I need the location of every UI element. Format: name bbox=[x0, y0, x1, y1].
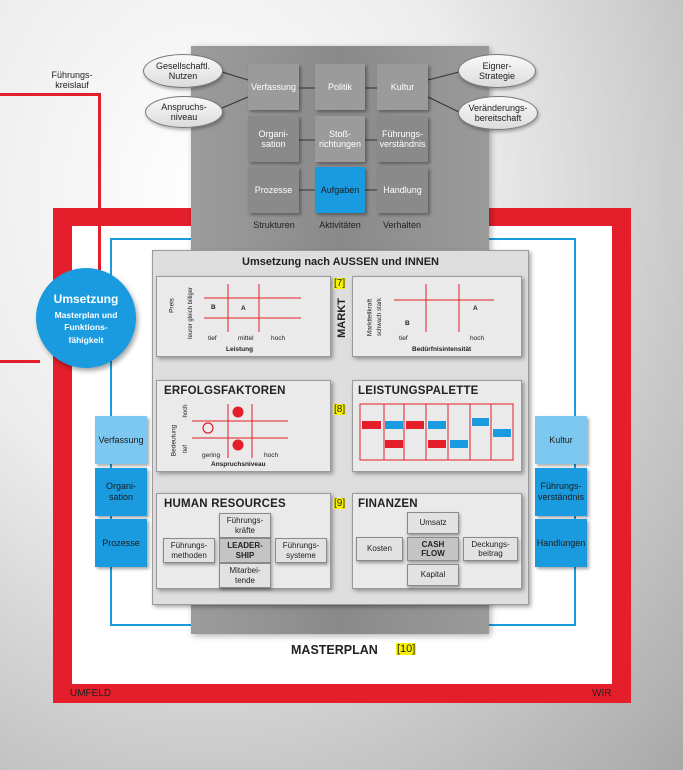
tag-10: [10] bbox=[396, 643, 417, 655]
umfeld-label: UMFELD bbox=[70, 688, 112, 699]
lp-bar bbox=[450, 440, 468, 448]
fin-cashflow: CASH FLOW bbox=[407, 537, 459, 561]
markt-label: MARKT bbox=[336, 298, 348, 338]
fin-umsatz: Umsatz bbox=[407, 512, 459, 534]
side-left-verfassung: Verfassung bbox=[95, 416, 147, 464]
finanzen-title: FINANZEN bbox=[358, 498, 418, 510]
circle-subtitle: Masterplan und Funktions- fähigkeit bbox=[54, 310, 118, 345]
lp-bar bbox=[472, 418, 489, 426]
markt-right-cell-a: A bbox=[473, 305, 478, 312]
side-left-organisation: Organi- sation bbox=[95, 468, 147, 516]
markt-right-ylabel: Marktteilkraft bbox=[366, 298, 374, 337]
side-right-fuehrungsverstaendnis: Führungs- verständnis bbox=[535, 468, 587, 516]
lp-bar bbox=[428, 421, 446, 429]
box-prozesse: Prozesse bbox=[248, 167, 299, 213]
caption-verhalten: Verhalten bbox=[382, 220, 422, 230]
caption-strukturen: Strukturen bbox=[253, 220, 295, 230]
hr-title: HUMAN RESOURCES bbox=[164, 498, 286, 510]
lp-bar bbox=[493, 429, 511, 437]
box-verfassung: Verfassung bbox=[248, 64, 299, 110]
markt-left-cell-b: B bbox=[211, 304, 216, 311]
hr-fuehrungsmethoden: Führungs- methoden bbox=[163, 538, 215, 563]
fuehrungskreislauf-label: Führungs- kreislauf bbox=[51, 70, 93, 90]
erfolg-y-hoch: hoch bbox=[183, 404, 189, 418]
hr-mitarbeitende: Mitarbei- tende bbox=[219, 563, 271, 588]
tag-8: [8] bbox=[333, 404, 347, 415]
umsetzung-circle: Umsetzung Masterplan und Funktions- fähi… bbox=[36, 268, 136, 368]
circle-title: Umsetzung bbox=[53, 292, 119, 306]
box-politik: Politik bbox=[315, 64, 365, 110]
fuehrungskreislauf-line-vertical bbox=[98, 93, 101, 299]
lp-bar bbox=[385, 440, 403, 448]
erfolg-ylabel: Bedeutung bbox=[170, 424, 178, 457]
oval-eigner-strategie: Eigner- Strategie bbox=[458, 54, 536, 88]
hr-fuehrungskraefte: Führungs- kräfte bbox=[219, 513, 271, 538]
hr-leadership: LEADER- SHIP bbox=[219, 538, 271, 563]
markt-right-cell-b: B bbox=[405, 320, 410, 327]
erfolg-x1: gering bbox=[202, 452, 221, 459]
erfolg-dot-bottom bbox=[232, 439, 244, 451]
masterplan-label: MASTERPLAN bbox=[291, 643, 378, 657]
erfolgsfaktoren-title: ERFOLGSFAKTOREN bbox=[164, 385, 286, 397]
erfolg-dot-top bbox=[232, 406, 244, 418]
markt-right-x1: tief bbox=[399, 335, 408, 342]
markt-left-grid bbox=[204, 284, 301, 332]
erfolgsfaktoren-panel bbox=[156, 380, 331, 472]
erfolgsfaktoren-grid bbox=[192, 404, 288, 458]
oval-anspruchsniveau: Anspruchs- niveau bbox=[145, 96, 223, 128]
leistungspalette-title: LEISTUNGSPALETTE bbox=[358, 385, 479, 397]
markt-left-panel bbox=[156, 276, 331, 357]
markt-left-x2: mittel bbox=[238, 335, 254, 342]
box-handlung: Handlung bbox=[377, 167, 428, 213]
side-left-prozesse: Prozesse bbox=[95, 519, 147, 567]
tag-7: [7] bbox=[333, 278, 347, 289]
fin-kosten: Kosten bbox=[356, 537, 403, 561]
lp-bar bbox=[406, 421, 424, 429]
markt-left-xlabel: Leistung bbox=[226, 346, 254, 353]
erfolg-y-tief: tief bbox=[183, 445, 189, 454]
markt-left-x1: tief bbox=[208, 335, 217, 342]
fuehrungskreislauf-line bbox=[0, 93, 100, 96]
leistungspalette-chart bbox=[359, 403, 514, 461]
box-stossrichtungen: Stoß- richtungen bbox=[315, 116, 365, 162]
fin-kapital: Kapital bbox=[407, 564, 459, 586]
erfolg-xlabel: Anspruchsniveau bbox=[211, 461, 266, 468]
lp-bar bbox=[385, 421, 403, 429]
markt-right-ysub: schwach stark bbox=[377, 298, 383, 337]
fuehrungskreislauf-line-return bbox=[0, 360, 40, 363]
box-kultur: Kultur bbox=[377, 64, 428, 110]
umsetzung-title: Umsetzung nach AUSSEN und INNEN bbox=[242, 256, 439, 268]
markt-left-ylabel: Preis bbox=[168, 298, 176, 313]
markt-left-x3: hoch bbox=[271, 335, 286, 342]
box-organisation: Organi- sation bbox=[248, 116, 299, 162]
box-fuehrungsverstaendnis: Führungs- verständnis bbox=[377, 116, 428, 162]
side-right-kultur: Kultur bbox=[535, 416, 587, 464]
markt-right-grid bbox=[394, 284, 494, 332]
markt-right-xlabel: Bedürfnisintensität bbox=[412, 346, 472, 353]
wir-label: WIR bbox=[592, 688, 612, 699]
lp-bar bbox=[428, 440, 446, 448]
markt-right-panel bbox=[352, 276, 522, 357]
lp-bar bbox=[362, 421, 381, 429]
erfolg-x2: hoch bbox=[264, 452, 279, 459]
markt-right-x2: hoch bbox=[470, 335, 485, 342]
erfolg-dot-open bbox=[202, 422, 214, 434]
hr-fuehrungssysteme: Führungs- systeme bbox=[275, 538, 327, 563]
oval-veraenderungsbereitschaft: Veränderungs- bereitschaft bbox=[458, 96, 538, 130]
side-right-handlungen: Handlungen bbox=[535, 519, 587, 567]
fin-deckungsbeitrag: Deckungs- beitrag bbox=[463, 537, 518, 561]
caption-aktivitaeten: Aktivitäten bbox=[319, 220, 361, 230]
tag-9: [9] bbox=[333, 498, 347, 509]
box-aufgaben: Aufgaben bbox=[315, 167, 365, 213]
markt-left-cell-a: A bbox=[241, 305, 246, 312]
markt-left-ysub: teurer gleich billiger bbox=[188, 286, 194, 340]
oval-gesellschaftl-nutzen: Gesellschaftl. Nutzen bbox=[143, 54, 223, 88]
